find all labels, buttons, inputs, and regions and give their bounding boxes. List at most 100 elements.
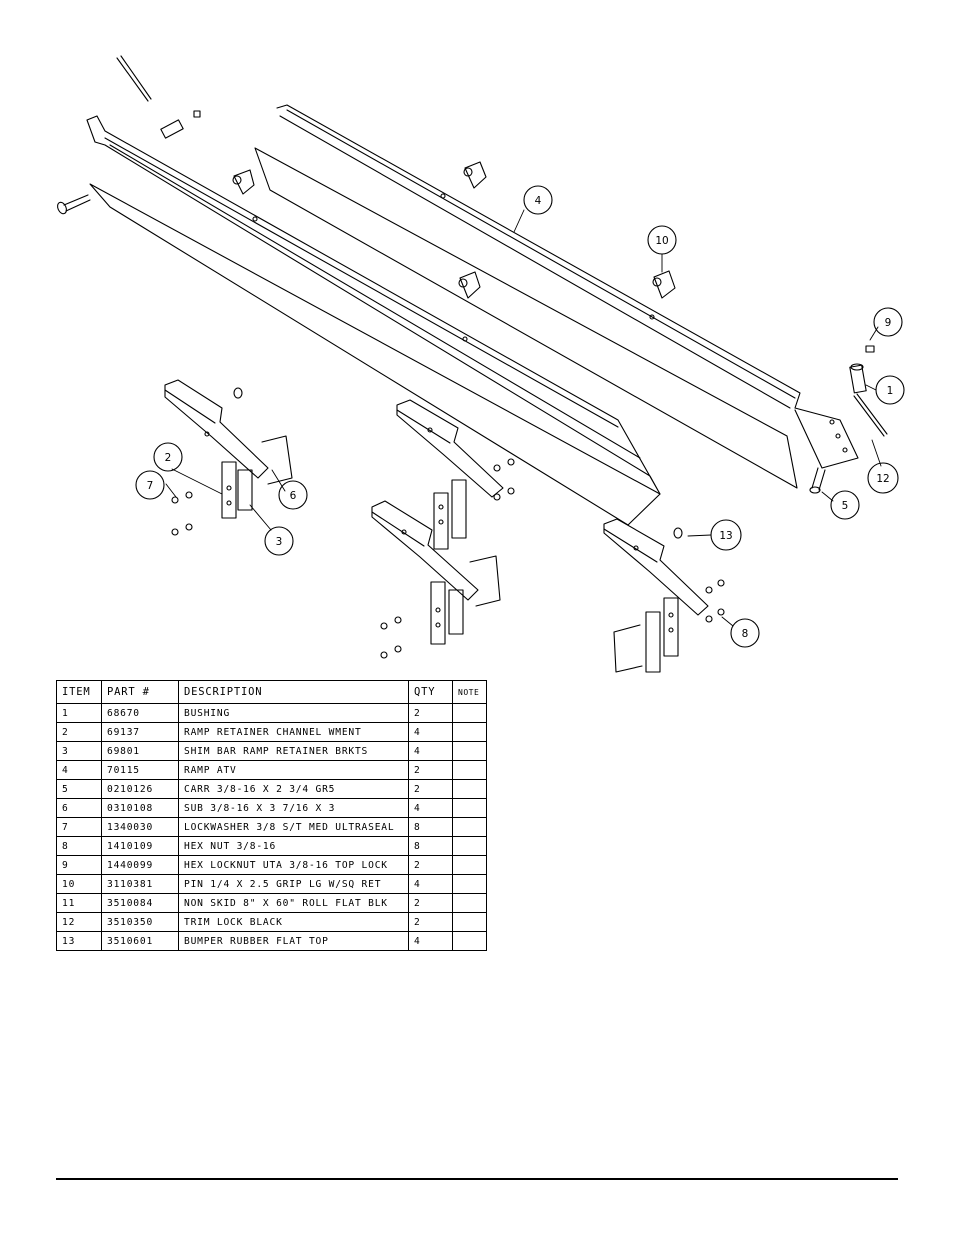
description-cell: SHIM BAR RAMP RETAINER BRKTS — [178, 741, 409, 761]
qty-cell: 2 — [408, 703, 453, 723]
svg-text:8: 8 — [742, 628, 749, 640]
item-cell: 7 — [56, 817, 102, 837]
bracket-assembly-2 — [396, 399, 504, 550]
bracket-assembly-4 — [603, 518, 709, 673]
item-cell: 8 — [56, 836, 102, 856]
note-cell — [452, 817, 487, 837]
description-cell: TRIM LOCK BLACK — [178, 912, 409, 932]
note-cell — [452, 893, 487, 913]
grip-pin-1 — [232, 169, 255, 195]
svg-text:1: 1 — [887, 385, 894, 397]
part-number-cell: 0310108 — [101, 798, 179, 818]
table-header-row: ITEM PART # DESCRIPTION QTY NOTE — [56, 680, 487, 704]
item-cell: 4 — [56, 760, 102, 780]
grip-pin-3 — [458, 271, 481, 299]
qty-cell: 4 — [408, 798, 453, 818]
description-cell: RAMP ATV — [178, 760, 409, 780]
note-cell — [452, 779, 487, 799]
qty-cell: 4 — [408, 722, 453, 742]
item-cell: 5 — [56, 779, 102, 799]
note-cell — [452, 760, 487, 780]
balloon-7: 7 — [135, 470, 165, 500]
hex-nut-group — [171, 458, 725, 659]
balloon-12: 12 — [867, 462, 899, 494]
part-number-cell: 3510601 — [101, 931, 179, 951]
note-cell — [452, 798, 487, 818]
item-cell: 13 — [56, 931, 102, 951]
description-cell: NON SKID 8" X 60" ROLL FLAT BLK — [178, 893, 409, 913]
svg-text:6: 6 — [290, 490, 297, 502]
description-cell: LOCKWASHER 3/8 S/T MED ULTRASEAL — [178, 817, 409, 837]
part-number-cell: 3510084 — [101, 893, 179, 913]
qty-cell: 4 — [408, 874, 453, 894]
part-number-cell: 0210126 — [101, 779, 179, 799]
svg-text:10: 10 — [655, 235, 668, 247]
header-note: NOTE — [452, 680, 487, 704]
header-part-number: PART # — [101, 680, 179, 704]
carriage-bolt-left — [57, 194, 91, 215]
carriage-bolt-right — [809, 467, 826, 494]
svg-text:7: 7 — [147, 480, 154, 492]
trim-rod-part — [116, 55, 152, 102]
item-cell: 3 — [56, 741, 102, 761]
qty-cell: 2 — [408, 893, 453, 913]
exploded-assembly-diagram: 4 10 9 1 12 5 13 8 2 7 6 3 — [57, 55, 905, 673]
note-cell — [452, 722, 487, 742]
part-number-cell: 1440099 — [101, 855, 179, 875]
description-cell: PIN 1/4 X 2.5 GRIP LG W/SQ RET — [178, 874, 409, 894]
grip-pin-4 — [652, 270, 676, 299]
svg-text:2: 2 — [165, 452, 172, 464]
part-number-cell: 68670 — [101, 703, 179, 723]
note-cell — [452, 874, 487, 894]
qty-cell: 2 — [408, 912, 453, 932]
balloon-9: 9 — [873, 307, 903, 337]
part-number-cell: 3110381 — [101, 874, 179, 894]
note-cell — [452, 836, 487, 856]
description-cell: BUSHING — [178, 703, 409, 723]
description-cell: CARR 3/8-16 X 2 3/4 GR5 — [178, 779, 409, 799]
balloon-1: 1 — [875, 375, 905, 405]
balloon-8: 8 — [730, 618, 760, 648]
balloon-3: 3 — [264, 526, 294, 556]
svg-text:4: 4 — [535, 195, 542, 207]
part-number-cell: 3510350 — [101, 912, 179, 932]
grip-pin-2 — [463, 161, 487, 189]
svg-text:12: 12 — [876, 473, 889, 485]
qty-cell: 2 — [408, 760, 453, 780]
leader-lines — [165, 209, 882, 627]
svg-text:9: 9 — [885, 317, 892, 329]
note-cell — [452, 912, 487, 932]
item-cell: 9 — [56, 855, 102, 875]
bushing-part-upper — [160, 119, 184, 139]
description-cell: HEX NUT 3/8-16 — [178, 836, 409, 856]
header-item: ITEM — [56, 680, 102, 704]
part-number-cell: 69801 — [101, 741, 179, 761]
qty-cell: 2 — [408, 855, 453, 875]
item-cell: 12 — [56, 912, 102, 932]
trim-lock-strip — [853, 393, 888, 437]
balloon-6: 6 — [278, 480, 308, 510]
part-number-cell: 69137 — [101, 722, 179, 742]
item-cell: 6 — [56, 798, 102, 818]
description-cell: HEX LOCKNUT UTA 3/8-16 TOP LOCK — [178, 855, 409, 875]
balloon-13: 13 — [710, 519, 742, 551]
bracket-assembly-3 — [371, 500, 501, 645]
note-cell — [452, 931, 487, 951]
item-cell: 11 — [56, 893, 102, 913]
qty-cell: 4 — [408, 741, 453, 761]
description-cell: RAMP RETAINER CHANNEL WMENT — [178, 722, 409, 742]
description-cell: SUB 3/8-16 X 3 7/16 X 3 — [178, 798, 409, 818]
header-qty: QTY — [408, 680, 453, 704]
bracket-assembly-1 — [164, 379, 293, 519]
